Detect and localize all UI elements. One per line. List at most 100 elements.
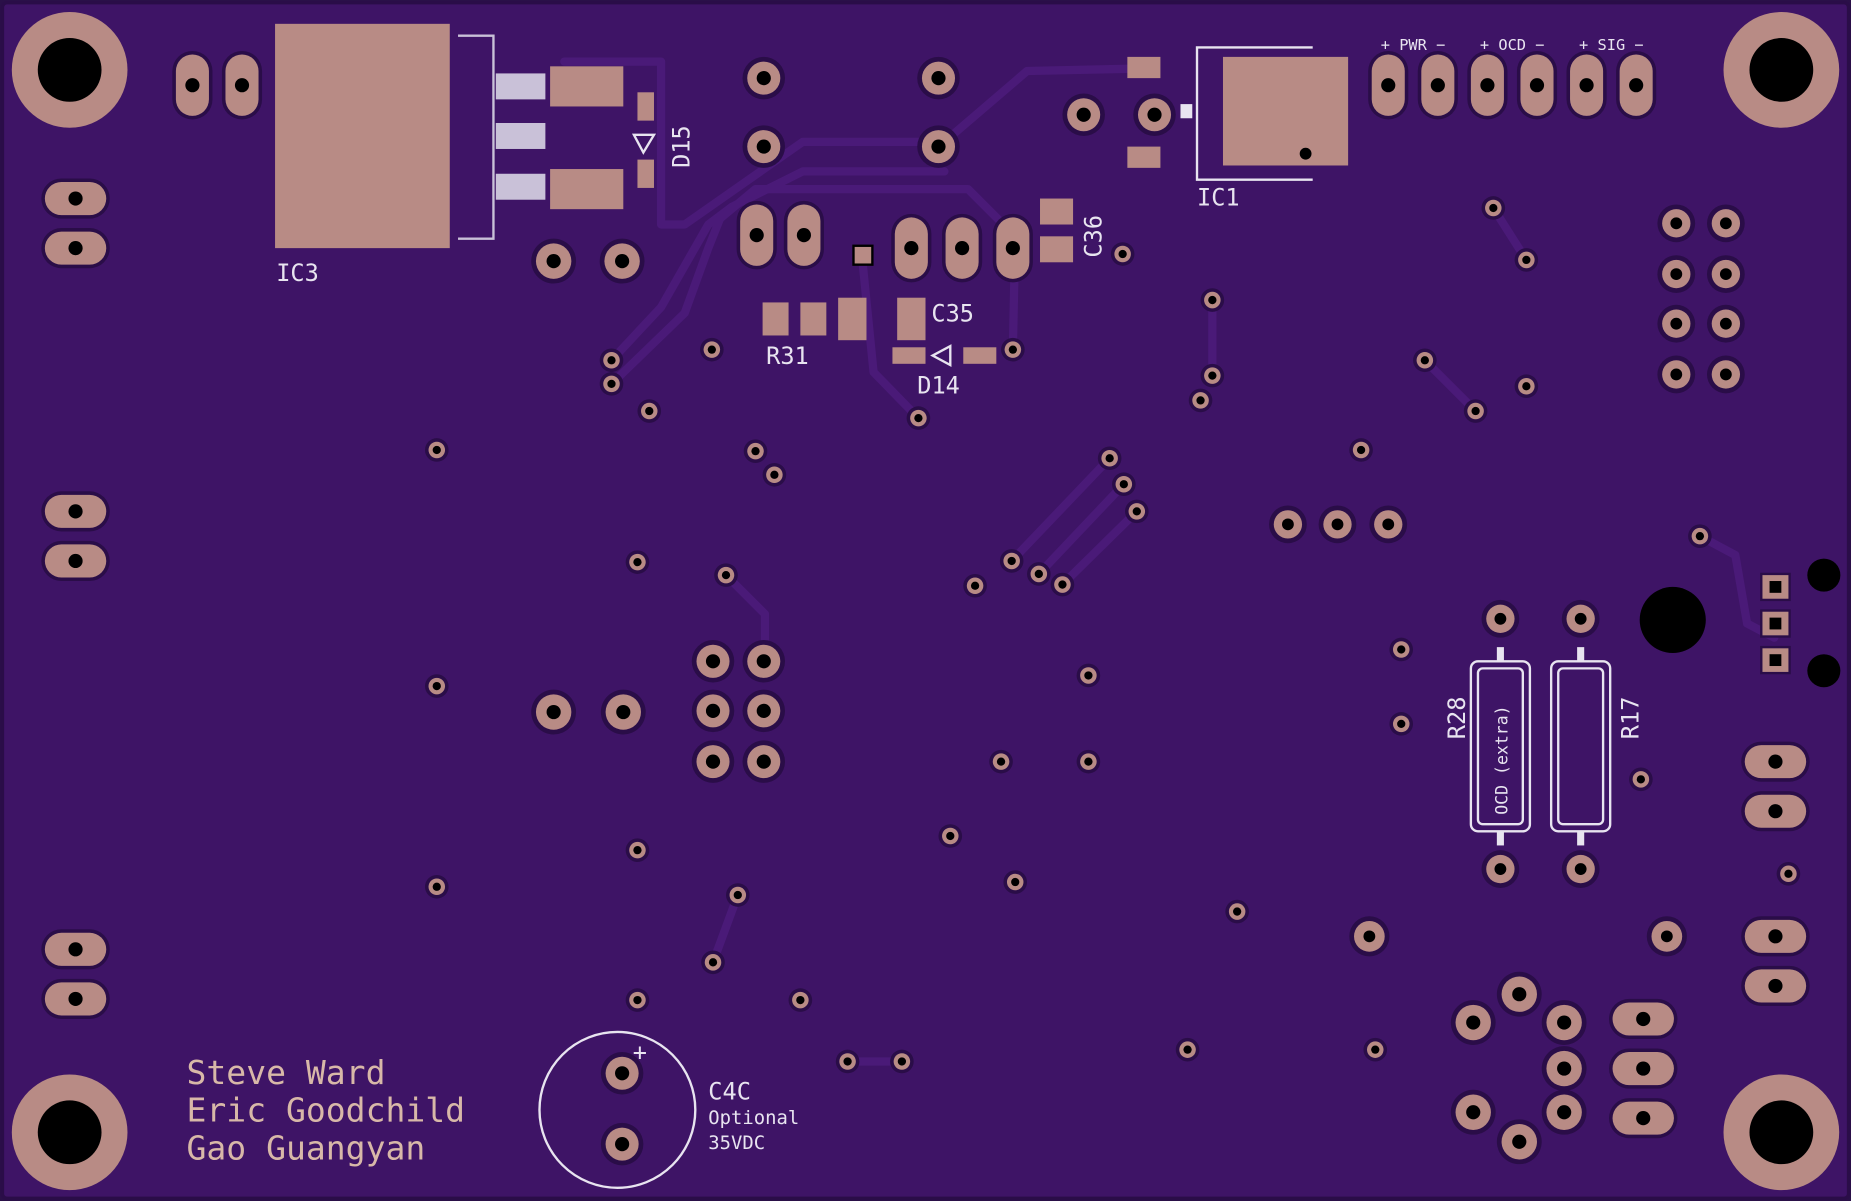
oblong-pad — [221, 50, 263, 120]
oblong-pad — [41, 178, 110, 219]
via — [743, 439, 768, 463]
ic3-footprint — [275, 23, 546, 249]
via — [1389, 712, 1414, 736]
via — [1349, 438, 1373, 462]
round-pad — [1481, 599, 1520, 638]
via — [938, 824, 963, 848]
via — [1110, 242, 1135, 266]
round-pad — [600, 689, 646, 735]
oblong-pad — [1368, 50, 1409, 120]
via — [1688, 524, 1712, 548]
c35-label: C35 — [931, 299, 974, 327]
round-pad — [1269, 505, 1307, 544]
oblong-pad — [736, 200, 777, 270]
via — [1389, 637, 1414, 662]
oblong-pad — [41, 929, 110, 970]
ic1-footprint — [1127, 46, 1349, 181]
round-pad — [1706, 355, 1745, 394]
header-3pin-right — [1760, 572, 1791, 675]
round-pad — [1657, 355, 1696, 394]
round-pad — [917, 125, 960, 168]
round-pad — [599, 238, 645, 284]
via — [625, 838, 650, 862]
round-pad — [742, 640, 786, 683]
oblong-pad — [1616, 50, 1657, 120]
via — [1097, 446, 1122, 471]
c4c-plus-mark: + — [633, 1038, 647, 1066]
drill-hole — [1807, 558, 1841, 592]
via — [714, 563, 738, 587]
oblong-pad — [1741, 741, 1810, 782]
round-pad — [1318, 505, 1357, 544]
via — [1027, 562, 1051, 586]
via — [1514, 374, 1539, 399]
via — [1776, 861, 1801, 886]
via — [1175, 1037, 1200, 1062]
vias — [424, 196, 1801, 1074]
round-pad — [1481, 850, 1520, 888]
oblong-pad — [1566, 50, 1607, 120]
round-pad — [531, 238, 577, 284]
round-pad — [1349, 916, 1390, 957]
oblong-pad — [1417, 50, 1458, 120]
via — [1001, 337, 1025, 362]
d14-label: D14 — [917, 371, 960, 399]
via — [701, 950, 725, 975]
round-pad — [1706, 304, 1745, 343]
round-pad — [1657, 304, 1696, 343]
via — [700, 337, 724, 362]
via — [835, 1049, 860, 1074]
round-pad — [1657, 255, 1696, 293]
d15-label: D15 — [667, 125, 695, 168]
round-pad — [742, 56, 786, 100]
oblong-pad — [783, 200, 824, 270]
round-pad — [1657, 204, 1696, 243]
round-pad — [1706, 204, 1745, 243]
c4c-outline — [538, 1030, 697, 1189]
oblong-pads — [41, 50, 1810, 1139]
round-pad — [1541, 1089, 1587, 1135]
via — [424, 438, 449, 462]
round-pad — [1450, 1000, 1496, 1045]
via — [1076, 749, 1101, 774]
d15-footprint — [550, 66, 654, 210]
via — [989, 749, 1013, 774]
via — [1112, 472, 1136, 497]
r17-footprint — [1549, 647, 1612, 846]
oblong-pad — [1609, 1048, 1678, 1089]
via — [1363, 1037, 1388, 1062]
c4c-label: C4C — [708, 1077, 751, 1105]
via — [599, 348, 624, 373]
oblong-pad — [172, 50, 213, 120]
header-label: + PWR − — [1381, 36, 1446, 54]
via — [788, 988, 813, 1012]
credit-line: Gao Guangyan — [187, 1128, 426, 1167]
round-pad — [1062, 93, 1105, 136]
round-pad — [1646, 916, 1687, 957]
via — [1003, 870, 1028, 894]
oblong-pad — [1516, 50, 1558, 120]
via — [762, 462, 787, 487]
via — [1413, 348, 1437, 373]
mounting-hole — [11, 1074, 128, 1191]
via — [1200, 363, 1225, 388]
c36-label: C36 — [1079, 215, 1107, 258]
header-label: + SIG − — [1579, 36, 1644, 54]
via — [725, 883, 750, 907]
ic3-label: IC3 — [276, 259, 319, 287]
drill-hole — [1639, 586, 1706, 654]
oblong-pad — [41, 978, 110, 1019]
via — [625, 988, 650, 1012]
mounting-hole — [1723, 12, 1840, 128]
round-pads — [531, 56, 1745, 1166]
via — [599, 372, 624, 396]
smd-pads-cluster — [762, 198, 1074, 364]
via — [906, 406, 931, 430]
oblong-pad — [41, 228, 110, 269]
round-pad — [1541, 1046, 1587, 1091]
round-pad — [1541, 1000, 1587, 1045]
r31-label: R31 — [766, 342, 809, 370]
round-pad — [691, 640, 735, 683]
